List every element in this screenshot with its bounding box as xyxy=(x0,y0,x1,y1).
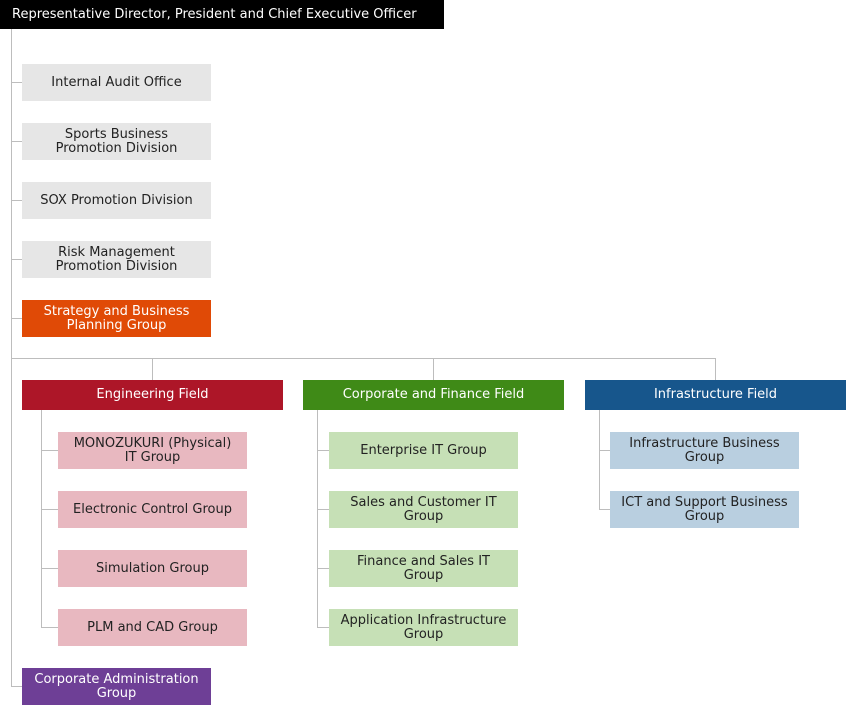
corporate-finance-field-label: Corporate and Finance Field xyxy=(342,387,525,402)
engineering-field-header: Engineering Field xyxy=(22,380,283,410)
branch-corp-3 xyxy=(317,568,329,569)
fields-horizontal-line xyxy=(11,358,716,359)
branch-corp-2 xyxy=(317,509,329,510)
infra-vertical-line xyxy=(599,410,600,510)
branch-corporate-admin xyxy=(11,686,22,687)
finance-sales-it-group-box: Finance and Sales IT Group xyxy=(329,550,518,587)
branch-eng-3 xyxy=(41,568,58,569)
plm-cad-group-label: PLM and CAD Group xyxy=(87,619,218,635)
branch-infra-2 xyxy=(599,509,610,510)
application-infrastructure-group-box: Application Infrastructure Group xyxy=(329,609,518,646)
drop-corporate-finance xyxy=(433,358,434,380)
corporate-administration-group-box: Corporate Administration Group xyxy=(22,668,211,705)
branch-eng-1 xyxy=(41,450,58,451)
internal-audit-office-box: Internal Audit Office xyxy=(22,64,211,101)
enterprise-it-group-label: Enterprise IT Group xyxy=(360,442,487,458)
sox-promotion-label: SOX Promotion Division xyxy=(40,192,193,208)
corporate-administration-group-label: Corporate Administration Group xyxy=(34,671,199,701)
enterprise-it-group-box: Enterprise IT Group xyxy=(329,432,518,469)
corp-vertical-line xyxy=(317,410,318,628)
drop-engineering xyxy=(152,358,153,380)
branch-sports xyxy=(11,141,22,142)
infrastructure-business-group-label: Infrastructure Business Group xyxy=(629,435,780,465)
ict-support-business-group-box: ICT and Support Business Group xyxy=(610,491,799,528)
engineering-field-label: Engineering Field xyxy=(96,387,209,402)
application-infrastructure-group-label: Application Infrastructure Group xyxy=(340,612,507,642)
sports-business-promotion-label: Sports Business Promotion Division xyxy=(55,126,178,156)
infrastructure-field-header: Infrastructure Field xyxy=(585,380,846,410)
branch-eng-2 xyxy=(41,509,58,510)
branch-sox xyxy=(11,200,22,201)
branch-eng-4 xyxy=(41,627,58,628)
ceo-box: Representative Director, President and C… xyxy=(0,0,444,29)
monozukuri-it-group-box: MONOZUKURI (Physical) IT Group xyxy=(58,432,247,469)
simulation-group-box: Simulation Group xyxy=(58,550,247,587)
internal-audit-office-label: Internal Audit Office xyxy=(51,74,182,90)
simulation-group-label: Simulation Group xyxy=(96,560,209,576)
electronic-control-group-box: Electronic Control Group xyxy=(58,491,247,528)
branch-corp-1 xyxy=(317,450,329,451)
branch-infra-1 xyxy=(599,450,610,451)
drop-infrastructure xyxy=(715,358,716,380)
plm-cad-group-box: PLM and CAD Group xyxy=(58,609,247,646)
branch-strategy xyxy=(11,318,22,319)
branch-risk xyxy=(11,259,22,260)
infrastructure-field-label: Infrastructure Field xyxy=(653,387,778,402)
sales-customer-it-group-box: Sales and Customer IT Group xyxy=(329,491,518,528)
sox-promotion-box: SOX Promotion Division xyxy=(22,182,211,219)
sales-customer-it-group-label: Sales and Customer IT Group xyxy=(350,494,497,524)
branch-corp-4 xyxy=(317,627,329,628)
sports-business-promotion-box: Sports Business Promotion Division xyxy=(22,123,211,160)
strategy-business-planning-label: Strategy and Business Planning Group xyxy=(43,303,190,333)
finance-sales-it-group-label: Finance and Sales IT Group xyxy=(357,553,490,583)
ict-support-business-group-label: ICT and Support Business Group xyxy=(621,494,788,524)
monozukuri-it-group-label: MONOZUKURI (Physical) IT Group xyxy=(73,435,232,465)
electronic-control-group-label: Electronic Control Group xyxy=(73,501,232,517)
infrastructure-business-group-box: Infrastructure Business Group xyxy=(610,432,799,469)
corporate-finance-field-header: Corporate and Finance Field xyxy=(303,380,564,410)
risk-management-promotion-label: Risk Management Promotion Division xyxy=(55,244,178,274)
ceo-label: Representative Director, President and C… xyxy=(12,6,417,22)
risk-management-promotion-box: Risk Management Promotion Division xyxy=(22,241,211,278)
strategy-business-planning-box: Strategy and Business Planning Group xyxy=(22,300,211,337)
branch-internal-audit xyxy=(11,82,22,83)
engineering-vertical-line xyxy=(41,410,42,628)
